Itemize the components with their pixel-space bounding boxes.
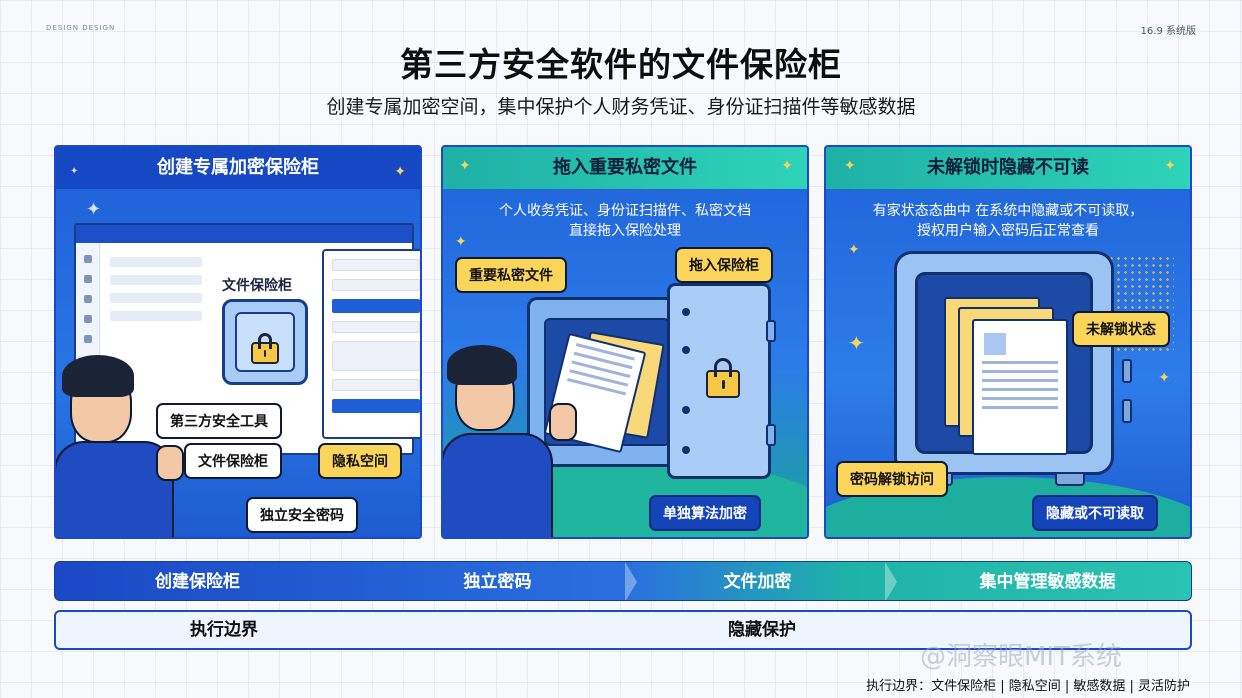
boundary-value: 隐藏保护	[728, 620, 796, 640]
sparkle-icon: ✦	[781, 158, 793, 174]
tag-privacy-space: 隐私空间	[318, 443, 402, 479]
flow-step: 创建保险柜	[155, 572, 240, 592]
flow-step: 独立密码	[463, 572, 532, 592]
brand-mark: DESIGN DESIGN	[46, 24, 116, 32]
flow-step: 集中管理敏感数据	[979, 572, 1116, 592]
tag-important-files: 重要私密文件	[455, 257, 567, 293]
tag-locked-state: 未解锁状态	[1072, 311, 1170, 347]
user-illustration	[443, 337, 593, 537]
sparkle-icon: ✦	[86, 199, 102, 220]
boundary-label: 执行边界	[190, 620, 258, 640]
page-label: 16.9 系统版	[1141, 22, 1196, 37]
page-label-suffix: 系统版	[1166, 26, 1196, 37]
dialog-input[interactable]	[332, 321, 420, 333]
panel-heading: 创建专属加密保险柜	[56, 147, 420, 189]
dialog-input[interactable]	[332, 279, 420, 291]
flow-arrow-icon	[885, 562, 897, 600]
page-number: 16.9	[1140, 26, 1163, 37]
panel-hidden-unreadable: 未解锁时隐藏不可读 ✦ ✦ ✦ ✦ ✦ 有家状态态曲中 在系统中隐藏或不可读取，…	[824, 145, 1192, 539]
tag-separate-encryption: 单独算法加密	[649, 495, 761, 531]
sparkle-icon: ✦	[455, 234, 467, 250]
page-title: 第三方安全软件的文件保险柜	[400, 45, 842, 84]
tag-independent-password: 独立安全密码	[246, 497, 358, 533]
sparkle-icon: ✦	[848, 242, 860, 258]
panel-description-line: 有家状态态曲中 在系统中隐藏或不可读取，	[872, 203, 1144, 219]
padlock-icon	[251, 333, 279, 364]
panel-description-line: 个人收务凭证、身份证扫描件、私密文档	[499, 203, 751, 219]
sparkle-icon: ✦	[1164, 158, 1176, 174]
tag-drag-into-vault: 拖入保险柜	[675, 247, 773, 283]
tag-third-party-tool: 第三方安全工具	[156, 403, 282, 439]
padlock-icon	[706, 357, 740, 398]
tag-hidden-unreadable: 隐藏或不可读取	[1032, 495, 1158, 531]
panel-create-vault: 创建专属加密保险柜 ✦ ✦ ✦ 文件保险柜 第三方安全工具 文件保险柜 隐私空间…	[54, 145, 422, 539]
safe-icon	[222, 299, 308, 385]
panel-description-line: 直接拖入保险处理	[569, 223, 681, 239]
watermark: @洞察眼MIT系统	[920, 642, 1122, 672]
footer-note: 执行边界：文件保险柜 | 隐私空间 | 敏感数据 | 灵活防护	[866, 679, 1190, 694]
app-title: 文件保险柜	[222, 278, 292, 294]
boundary-bar: 执行边界 隐藏保护	[54, 610, 1192, 650]
safe-hinge	[1122, 359, 1132, 383]
sparkle-icon: ✦	[70, 166, 79, 177]
dialog-submit-button[interactable]	[332, 399, 420, 413]
safe-hinge	[1122, 399, 1132, 423]
dialog-input[interactable]	[332, 341, 420, 371]
flow-step: 文件加密	[723, 572, 792, 592]
dialog-input[interactable]	[332, 259, 420, 271]
panel-heading: 拖入重要私密文件	[443, 147, 807, 189]
sparkle-icon: ✦	[1158, 370, 1170, 386]
sparkle-icon: ✦	[394, 164, 406, 180]
document-icon	[972, 319, 1068, 455]
page-subtitle: 创建专属加密空间，集中保护个人财务凭证、身份证扫描件等敏感数据	[326, 96, 916, 118]
app-menu-list	[106, 249, 206, 329]
sparkle-icon: ✦	[844, 158, 856, 174]
dialog-confirm-button[interactable]	[332, 299, 420, 313]
sparkle-icon: ✦	[459, 158, 471, 174]
panel-heading: 未解锁时隐藏不可读	[826, 147, 1190, 189]
app-titlebar	[76, 225, 412, 243]
password-dialog	[322, 249, 420, 439]
tag-password-unlock: 密码解锁访问	[836, 461, 948, 497]
panel-description-line: 授权用户输入密码后正常查看	[917, 223, 1099, 239]
flow-arrow-icon	[625, 562, 637, 600]
safe-door-icon	[667, 283, 776, 479]
dialog-input[interactable]	[332, 379, 420, 391]
tag-file-vault: 文件保险柜	[184, 443, 282, 479]
panel-description: 有家状态态曲中 在系统中隐藏或不可读取， 授权用户输入密码后正常查看	[826, 201, 1190, 241]
sparkle-icon: ✦	[848, 331, 865, 355]
panel-drag-files: 拖入重要私密文件 ✦ ✦ ✦ 个人收务凭证、身份证扫描件、私密文档 直接拖入保险…	[441, 145, 809, 539]
panel-description: 个人收务凭证、身份证扫描件、私密文档 直接拖入保险处理	[443, 201, 807, 241]
process-flow-bar: 创建保险柜 独立密码 文件加密 集中管理敏感数据	[54, 561, 1192, 601]
user-illustration	[56, 347, 206, 537]
